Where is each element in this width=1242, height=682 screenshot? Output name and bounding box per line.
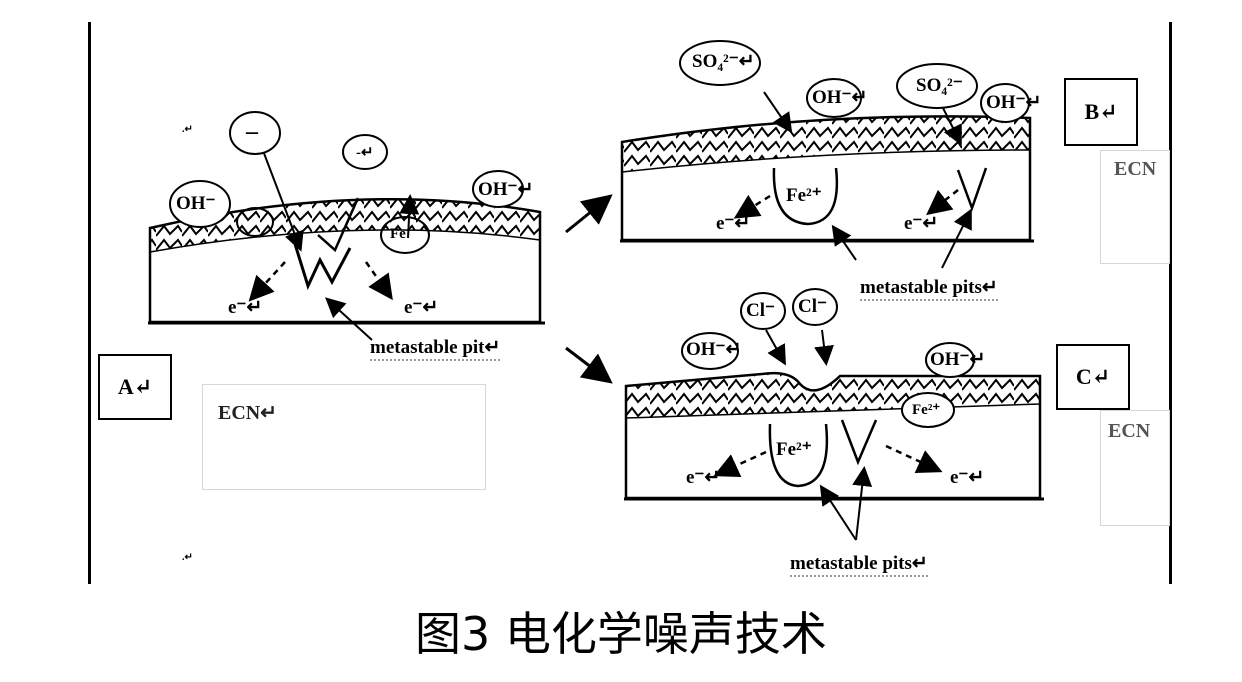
- panel-a-ecn-box: [202, 384, 486, 490]
- panel-c-oh-ion-left: OH⁻↵: [686, 339, 742, 360]
- panel-a-fe-ion: Fe: [390, 226, 406, 242]
- panel-a-oh-ion: OH⁻: [176, 193, 216, 214]
- panel-c-label-box: C↵: [1056, 344, 1130, 410]
- panel-b-ecn-box: [1100, 150, 1170, 264]
- panel-b-electron-left: e⁻↵: [716, 213, 751, 234]
- panel-c-label: C↵: [1075, 364, 1111, 389]
- panel-a-label: A↵: [117, 374, 153, 399]
- panel-b-so4-ion-right: SO₄²⁻: [916, 75, 963, 96]
- panel-a-pit-label: metastable pit↵: [370, 336, 501, 361]
- panel-c-electron-left: e⁻↵: [686, 467, 721, 488]
- panel-c-pit-label: metastable pits↵: [790, 552, 928, 577]
- panel-a-small-ion: -↵: [356, 145, 374, 161]
- figure-caption: 图3 电化学噪声技术: [415, 607, 827, 661]
- panel-a-label-box: A↵: [98, 354, 172, 420]
- right-frame-line: [1169, 22, 1172, 584]
- panel-a-electron-left: e⁻↵: [228, 297, 263, 318]
- panel-a-metal: [148, 111, 545, 341]
- margin-mark-top: .↵: [182, 124, 193, 135]
- panel-b-fe-ion: Fe²⁺: [786, 185, 822, 206]
- panel-a-oh-ion-right: OH⁻↵: [478, 179, 534, 200]
- panel-b-so4-ion-left: SO₄²⁻↵: [692, 51, 755, 72]
- panel-b-label-box: B↵: [1064, 78, 1138, 146]
- panel-b-electron-right: e⁻↵: [904, 213, 939, 234]
- panel-c-ecn-label: ECN: [1108, 420, 1151, 442]
- panel-c-fe-ion-2: Fe²⁺: [912, 402, 941, 418]
- panel-c-metal: [624, 288, 1044, 541]
- panel-b-pit-label: metastable pits↵: [860, 276, 998, 301]
- panel-a-minus-ion: –: [246, 119, 258, 145]
- panel-b-label: B↵: [1084, 99, 1118, 124]
- panel-c-cl-ion-right: Cl⁻: [798, 296, 828, 317]
- panel-b-metal: [620, 40, 1034, 269]
- panel-c-ecn-box: [1100, 410, 1170, 526]
- panel-a-ecn-label: ECN↵: [218, 402, 277, 424]
- panel-a-electron-right: e⁻↵: [404, 297, 439, 318]
- panel-c-oh-ion-right: OH⁻↵: [930, 349, 986, 370]
- panel-b-ecn-label: ECN: [1114, 158, 1157, 180]
- left-frame-line: [88, 22, 91, 584]
- panel-b-oh-ion-right: OH⁻↵: [986, 92, 1042, 113]
- panel-c-electron-right: e⁻↵: [950, 467, 985, 488]
- panel-b-oh-ion-left: OH⁻↵: [812, 87, 868, 108]
- panel-c-fe-ion: Fe²⁺: [776, 439, 812, 460]
- panel-c-cl-ion-left: Cl⁻: [746, 300, 776, 321]
- margin-mark-bottom: .↵: [182, 552, 193, 563]
